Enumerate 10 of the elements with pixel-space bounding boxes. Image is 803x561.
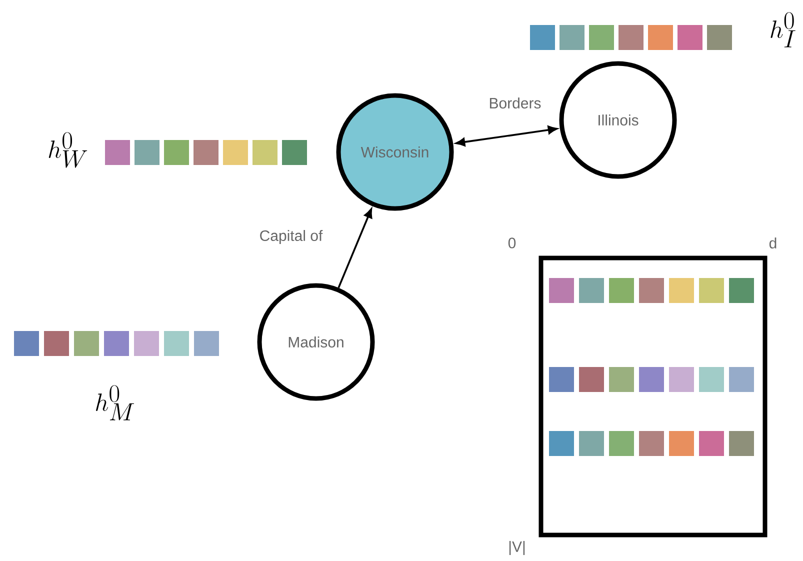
- embedding-symbol: $h^{0}_{M}$: [96, 385, 134, 420]
- embedding-symbol: $h^{0}_{W}$: [48, 132, 88, 168]
- axis-label: 0: [508, 238, 516, 248]
- axis-label: |V|: [509, 540, 525, 556]
- edge-label: Borders: [488, 96, 542, 110]
- edge-label: Capital of: [258, 229, 324, 245]
- axis-label: d: [769, 237, 776, 248]
- arrow: [338, 208, 372, 288]
- embedding-symbol: $h^{0}_{I}$: [770, 12, 796, 48]
- arrow: [456, 126, 558, 146]
